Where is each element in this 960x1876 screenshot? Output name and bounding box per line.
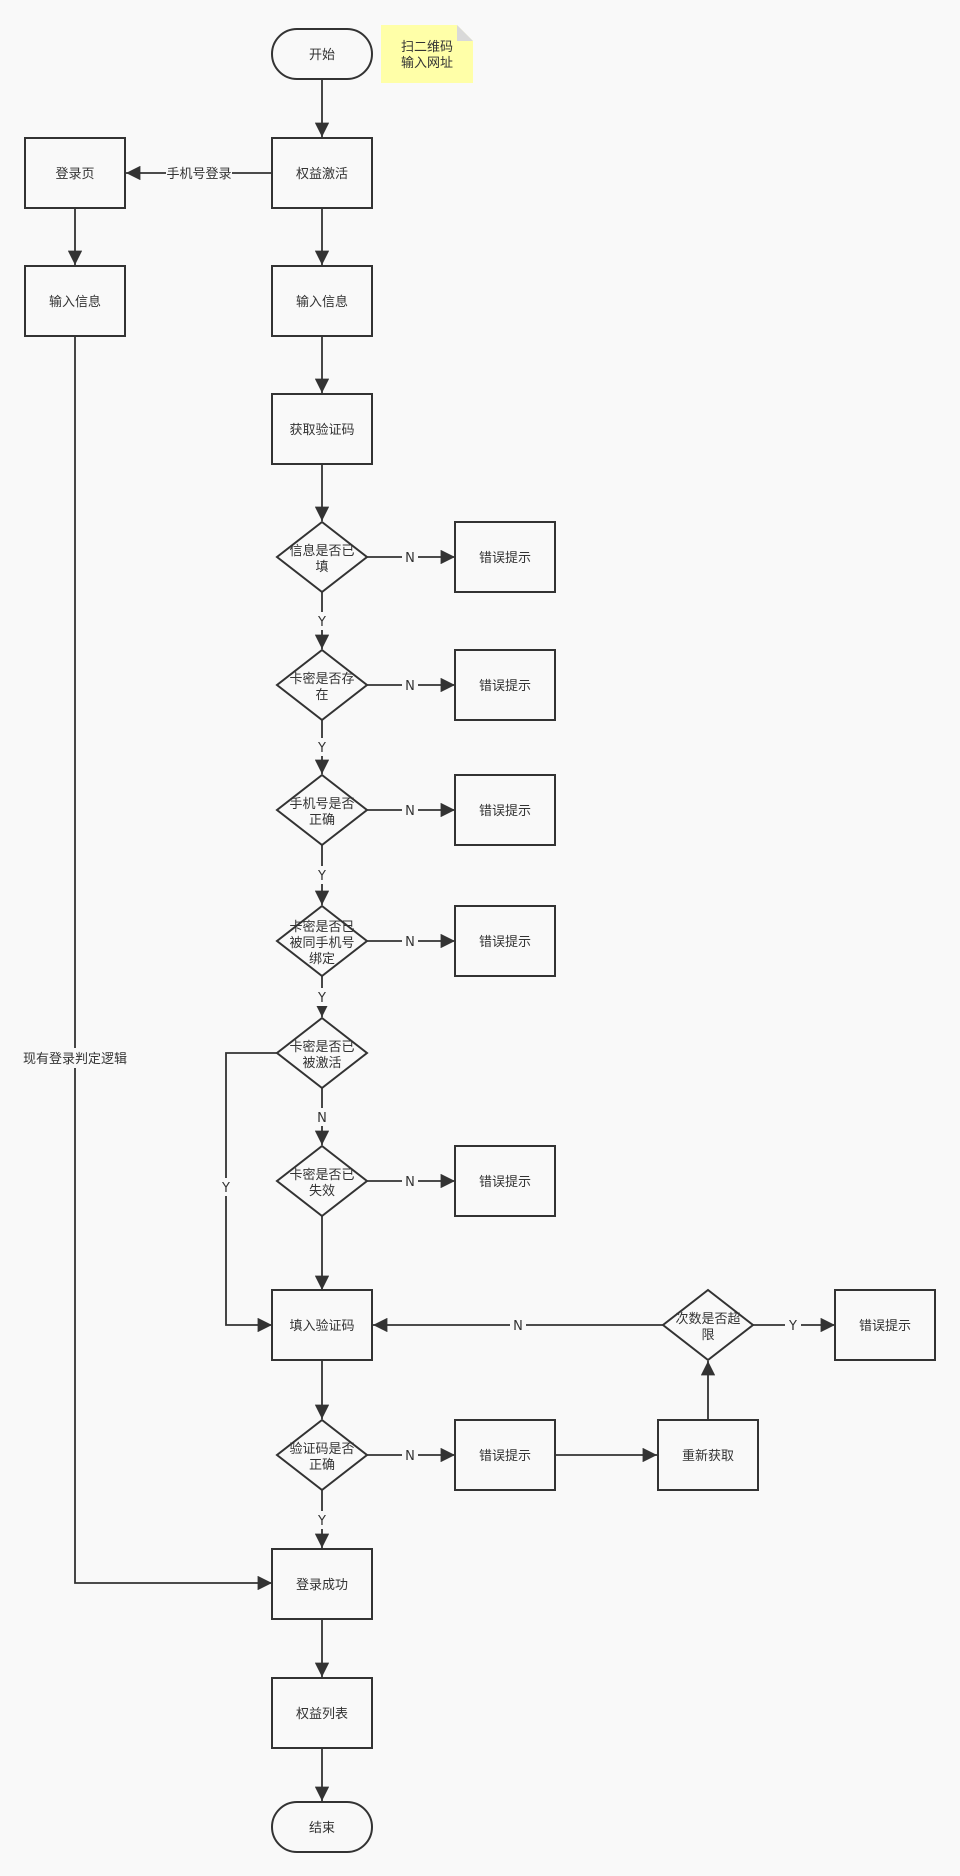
decision-card-bound-line-2: 被同手机号 [289, 936, 354, 951]
edge-label-n-times: N [513, 1319, 523, 1334]
node-end: 结束 [271, 1801, 373, 1853]
node-input-info-label: 输入信息 [296, 294, 348, 310]
node-refetch: 重新获取 [657, 1419, 759, 1491]
decision-card-expired-line-2: 失效 [309, 1184, 335, 1199]
node-error-2-label: 错误提示 [479, 678, 531, 694]
node-input-info: 输入信息 [271, 265, 373, 337]
node-login-input: 输入信息 [24, 265, 126, 337]
edge-label-n-activated: N [317, 1111, 327, 1126]
node-benefit-list-label: 权益列表 [296, 1706, 348, 1722]
node-error-5: 错误提示 [454, 1145, 556, 1217]
note-body [381, 25, 473, 83]
edge-label-n2: N [405, 679, 415, 694]
node-benefit-list: 权益列表 [271, 1677, 373, 1749]
edge-label-n1: N [405, 551, 415, 566]
edge-logininput-success [74, 336, 272, 1591]
node-error-4-label: 错误提示 [479, 934, 531, 950]
node-login-input-label: 输入信息 [49, 294, 101, 310]
edge-label-y1: Y [317, 615, 326, 630]
node-start-label: 开始 [309, 48, 335, 63]
decision-code-correct: 验证码是否 正确 [275, 1418, 369, 1492]
edge-label-y-activated: Y [221, 1181, 230, 1196]
edge-label-n-expired: N [405, 1175, 415, 1190]
node-fill-code-label: 填入验证码 [289, 1318, 354, 1334]
note-line-2: 输入网址 [401, 55, 453, 71]
node-error-6: 错误提示 [454, 1419, 556, 1491]
decision-card-bound-line-3: 绑定 [309, 952, 335, 967]
decision-info-filled-line-1: 信息是否已 [289, 543, 354, 559]
decision-times-over-line-2: 限 [701, 1328, 714, 1343]
node-get-code-label: 获取验证码 [289, 422, 354, 438]
node-login-page-label: 登录页 [55, 167, 94, 182]
node-error-4: 错误提示 [454, 905, 556, 977]
decision-phone-correct-line-1: 手机号是否 [289, 797, 354, 812]
node-error-1-label: 错误提示 [479, 550, 531, 566]
edge-label-phone-login: 手机号登录 [166, 167, 231, 182]
decision-card-exists-line-1: 卡密是否存 [289, 671, 354, 687]
node-error-7-label: 错误提示 [859, 1318, 911, 1334]
node-activate: 权益激活 [271, 137, 373, 209]
decision-phone-correct-line-2: 正确 [309, 813, 335, 828]
edge-label-y4: Y [317, 991, 326, 1006]
edge-label-n3: N [405, 804, 415, 819]
node-activate-label: 权益激活 [296, 166, 348, 182]
node-login-success: 登录成功 [271, 1548, 373, 1620]
decision-card-activated-line-2: 被激活 [302, 1056, 341, 1071]
note-line-1: 扫二维码 [401, 40, 453, 55]
edge-label-y3: Y [317, 869, 326, 884]
node-error-3-label: 错误提示 [479, 803, 531, 819]
decision-code-correct-line-1: 验证码是否 [289, 1441, 354, 1457]
edge-label-n4: N [405, 935, 415, 950]
decision-card-expired: 卡密是否已 失效 [275, 1144, 369, 1218]
node-login-page: 登录页 [24, 137, 126, 209]
node-error-6-label: 错误提示 [479, 1448, 531, 1464]
note-fold [457, 25, 473, 41]
node-get-code: 获取验证码 [271, 393, 373, 465]
edge-label-y-code: Y [317, 1514, 326, 1529]
node-error-1: 错误提示 [454, 521, 556, 593]
edge-label-n-code: N [405, 1449, 415, 1464]
decision-card-exists: 卡密是否存 在 [275, 648, 369, 722]
note-scan-qr: 扫二维码 输入网址 [381, 25, 473, 83]
decision-card-bound: 卡密是否已 被同手机号 绑定 [275, 904, 369, 978]
decision-code-correct-line-2: 正确 [309, 1458, 335, 1473]
decision-card-exists-line-2: 在 [315, 688, 328, 703]
decision-times-over: 次数是否超 限 [661, 1288, 755, 1362]
decision-card-bound-line-1: 卡密是否已 [289, 919, 354, 935]
node-start: 开始 [271, 28, 373, 80]
node-login-success-label: 登录成功 [296, 1578, 348, 1593]
decision-info-filled-line-2: 填 [315, 560, 328, 575]
node-error-5-label: 错误提示 [479, 1174, 531, 1190]
edge-label-y-times: Y [788, 1319, 797, 1334]
decision-phone-correct: 手机号是否 正确 [275, 773, 369, 847]
node-error-7: 错误提示 [834, 1289, 936, 1361]
edge-labels: 手机号登录 现有登录判定逻辑 Y Y Y Y N N N N N Y N N Y… [22, 163, 801, 1529]
node-error-3: 错误提示 [454, 774, 556, 846]
node-end-label: 结束 [309, 1821, 335, 1836]
decision-card-activated-line-1: 卡密是否已 [289, 1039, 354, 1055]
decision-card-activated: 卡密是否已 被激活 [275, 1016, 369, 1090]
decision-info-filled: 信息是否已 填 [275, 520, 369, 594]
node-error-2: 错误提示 [454, 649, 556, 721]
decision-times-over-line-1: 次数是否超 [675, 1311, 740, 1327]
nodes: 开始 扫二维码 输入网址 权益激活 登录页 输入信息 输入信息 获取验证码 [24, 25, 936, 1853]
decision-card-expired-line-1: 卡密是否已 [289, 1167, 354, 1183]
node-refetch-label: 重新获取 [682, 1448, 734, 1464]
node-fill-code: 填入验证码 [271, 1289, 373, 1361]
edge-label-existing-login: 现有登录判定逻辑 [23, 1052, 127, 1067]
edge-label-y2: Y [317, 741, 326, 756]
